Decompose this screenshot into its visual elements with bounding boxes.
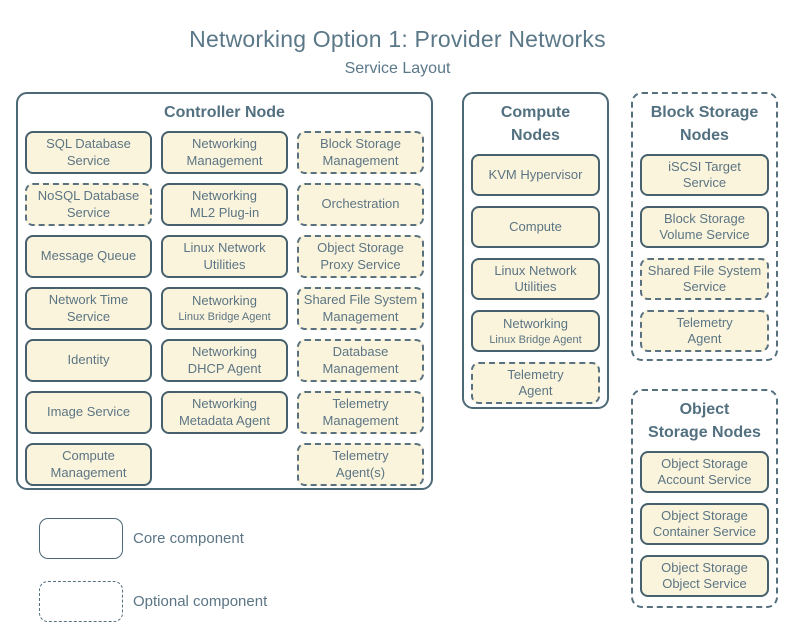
service-box: Object Storage Proxy Service <box>297 235 424 279</box>
service-box: SQL Database Service <box>25 131 152 175</box>
group-title-controller-node: Controller Node <box>164 104 285 121</box>
service-box-label: Message Queue <box>40 248 137 264</box>
diagram-subtitle: Service Layout <box>344 60 451 77</box>
group-title-object-storage-nodes: Object Storage Nodes <box>648 401 761 442</box>
service-box: Telemetry Agent <box>471 362 600 405</box>
service-box-label: Object Storage Object Service <box>661 559 748 592</box>
service-box-sublabel: Linux Bridge Agent <box>178 310 271 323</box>
service-box-label: KVM Hypervisor <box>488 167 583 183</box>
service-box: Block Storage Management <box>297 131 424 175</box>
service-box: Compute <box>471 206 600 249</box>
service-box: Networking ML2 Plug-in <box>161 183 288 227</box>
service-box-label: Object Storage Account Service <box>657 455 752 488</box>
service-box: Object Storage Object Service <box>640 555 769 598</box>
service-box-label: Telemetry Agent(s) <box>332 448 389 480</box>
service-box-label: Networking Management <box>186 136 263 168</box>
service-box-label: Compute Management <box>50 448 127 480</box>
grid-spacer <box>161 443 288 486</box>
service-box: Networking DHCP Agent <box>161 339 288 383</box>
service-box-label: Orchestration <box>321 196 400 212</box>
service-box: NoSQL Database Service <box>25 183 152 227</box>
service-box: Linux Network Utilities <box>471 258 600 301</box>
service-box-label: Networking ML2 Plug-in <box>189 188 260 220</box>
service-box: Identity <box>25 339 152 383</box>
service-box-label: Linux Network Utilities <box>494 262 577 295</box>
diagram-title: Networking Option 1: Provider Networks <box>189 26 606 52</box>
service-box-label: Block Storage Management <box>320 136 401 168</box>
service-box-label: iSCSI Target Service <box>668 158 741 191</box>
service-box-sublabel: Linux Bridge Agent <box>489 333 582 346</box>
core-component-swatch <box>39 518 123 559</box>
service-box: Object Storage Container Service <box>640 503 769 546</box>
service-box-label: Linux Network Utilities <box>183 240 266 272</box>
service-box: iSCSI Target Service <box>640 154 769 197</box>
service-box-label: Network Time Service <box>48 292 129 324</box>
service-box-label: Networking <box>502 315 569 331</box>
service-box-label: Shared File System Management <box>303 292 418 324</box>
service-box-label: Shared File System Service <box>647 262 762 295</box>
service-box: Compute Management <box>25 443 152 487</box>
service-box-label: Telemetry Management <box>322 396 399 428</box>
service-box: Telemetry Management <box>297 391 424 435</box>
group-title-block-storage-nodes: Block Storage Nodes <box>650 104 759 145</box>
service-box: Image Service <box>25 391 152 435</box>
service-box-label: Networking DHCP Agent <box>187 344 262 376</box>
service-box: Linux Network Utilities <box>161 235 288 279</box>
optional-component-label: Optional component <box>133 593 268 610</box>
service-box: Block Storage Volume Service <box>640 206 769 249</box>
service-box: Networking Management <box>161 131 288 175</box>
service-box-label: Networking <box>191 293 258 309</box>
service-box-label: Block Storage Volume Service <box>659 210 750 243</box>
service-box: Shared File System Management <box>297 287 424 331</box>
service-box: Shared File System Service <box>640 258 769 301</box>
group-grid: SQL Database Service Networking Managemen… <box>18 131 431 487</box>
service-box-label: NoSQL Database Service <box>37 188 140 220</box>
service-box-label: Object Storage Proxy Service <box>317 240 404 272</box>
service-box: KVM Hypervisor <box>471 154 600 197</box>
service-box: Telemetry Agent(s) <box>297 443 424 487</box>
service-box-label: Identity <box>67 352 110 368</box>
service-box: Object Storage Account Service <box>640 451 769 494</box>
service-box: Message Queue <box>25 235 152 279</box>
service-box-label: Telemetry Agent <box>507 366 564 399</box>
service-box-label: SQL Database Service <box>46 136 131 168</box>
service-box-label: Database Management <box>322 344 399 376</box>
legend-optional: Optional component <box>39 581 267 622</box>
service-box: Database Management <box>297 339 424 383</box>
service-box-label: Compute <box>509 219 562 235</box>
service-box-label: Telemetry Agent <box>676 314 733 347</box>
service-box-label: Image Service <box>46 404 131 420</box>
legend-core: Core component <box>39 518 244 559</box>
service-box-label: Networking Metadata Agent <box>178 396 271 428</box>
service-box: Networking Metadata Agent <box>161 391 288 435</box>
service-box-label: Object Storage Container Service <box>652 507 757 540</box>
service-box: Orchestration <box>297 183 424 227</box>
service-box: Network Time Service <box>25 287 152 331</box>
core-component-label: Core component <box>133 530 244 547</box>
service-box: Telemetry Agent <box>640 310 769 353</box>
optional-component-swatch <box>39 581 123 622</box>
group-title-compute-nodes: Compute Nodes <box>500 104 571 145</box>
